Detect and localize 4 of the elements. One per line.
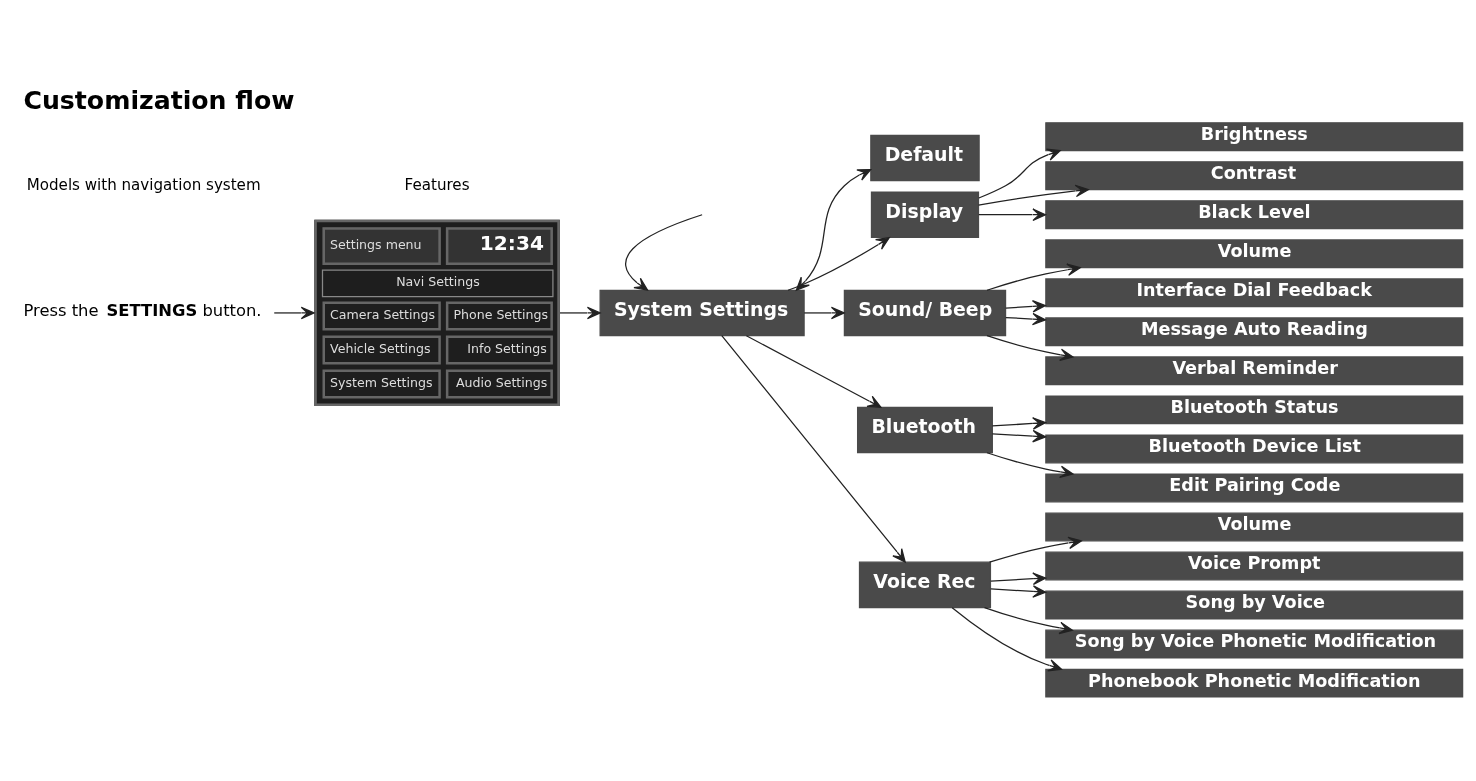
label: Models with navigation system [26,175,261,194]
node-text: Press the SETTINGS button. [23,300,262,320]
label: Features [404,175,470,194]
diagram-title: Customization flow [23,85,295,115]
